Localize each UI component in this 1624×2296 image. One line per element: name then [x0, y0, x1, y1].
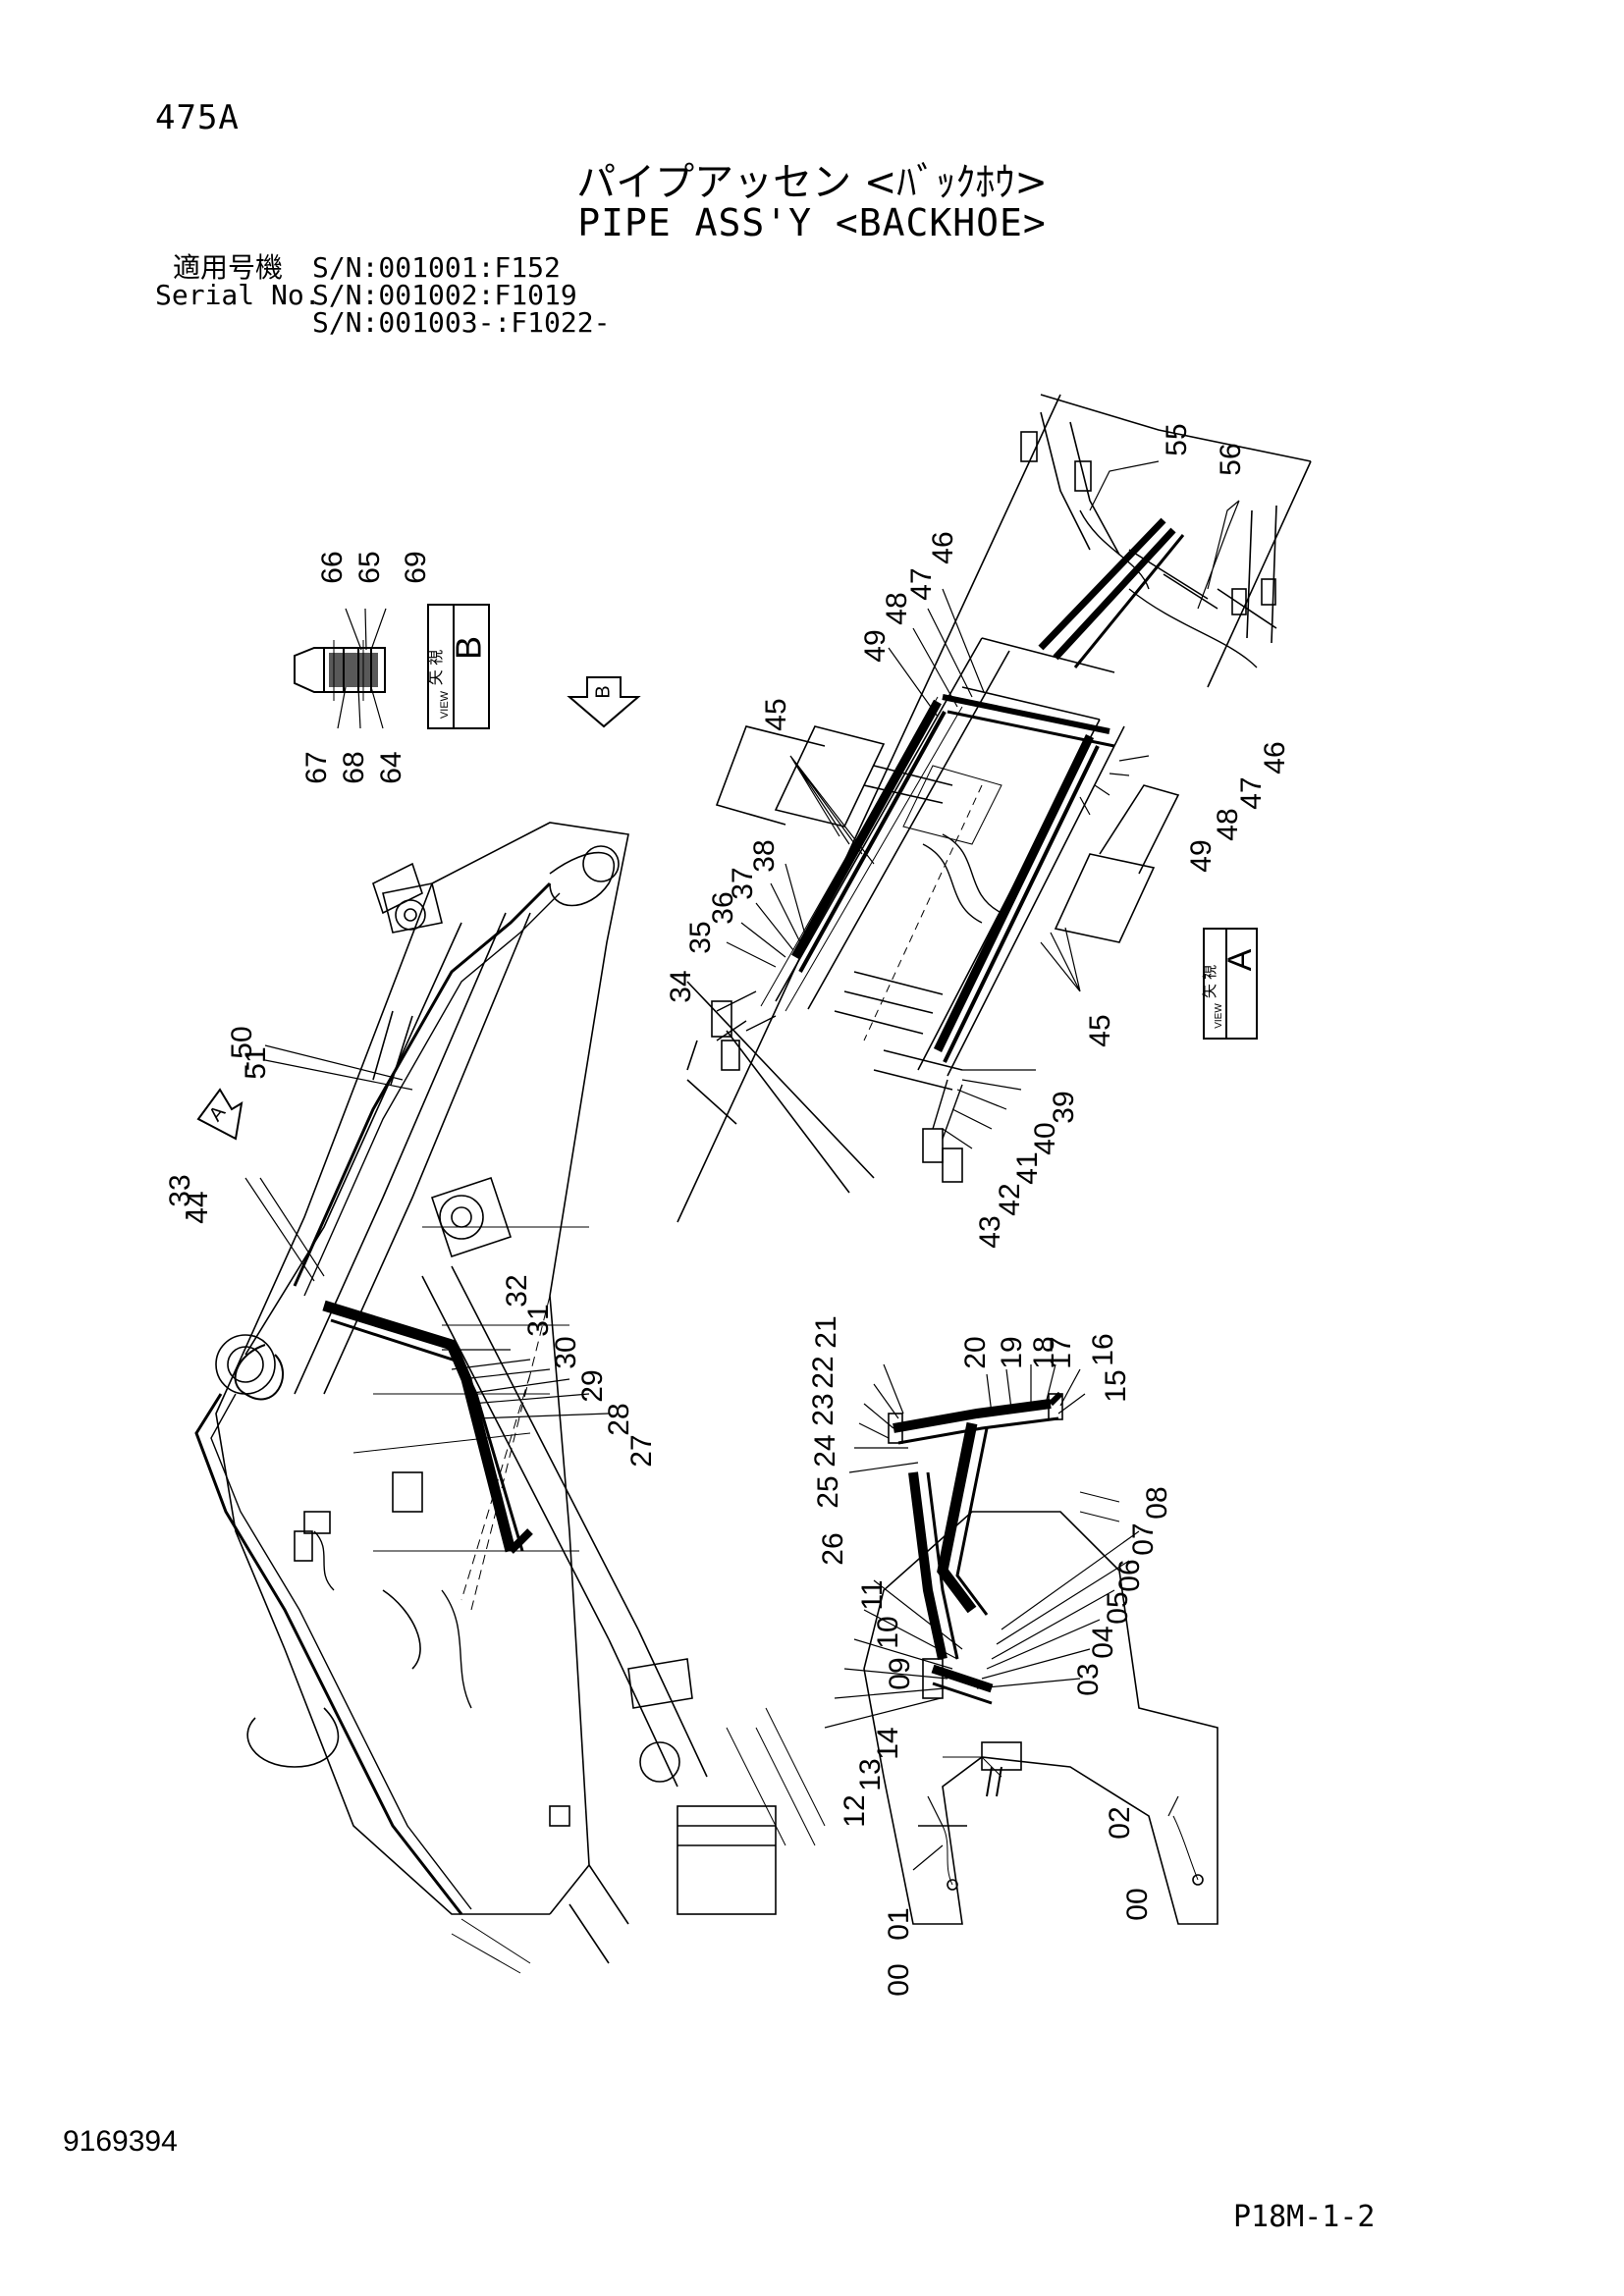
callout-number: 10 [872, 1616, 904, 1648]
callout-number: 30 [550, 1336, 582, 1368]
view-a-label: 矢 視 VIEW A [1202, 948, 1259, 1028]
view-b-label-box [427, 604, 490, 729]
callout-number: 40 [1029, 1122, 1061, 1154]
view-b-label-jp: 矢 視 [427, 650, 445, 685]
callout-number: 51 [240, 1046, 272, 1079]
callout-number: 65 [353, 551, 386, 583]
callout-number: 13 [854, 1758, 887, 1790]
callout-number: 68 [338, 751, 370, 783]
callout-number: 26 [817, 1532, 849, 1565]
page-code: 475A [155, 98, 240, 137]
callout-number: 12 [839, 1794, 871, 1827]
callout-number: 22 [807, 1356, 839, 1388]
callout-number: 49 [1185, 839, 1218, 872]
callout-number: 38 [748, 839, 781, 872]
callout-number: 45 [760, 698, 792, 730]
view-b-label-en: VIEW [439, 690, 451, 719]
view-a-letter: A [1221, 948, 1259, 971]
view-a-label-jp: 矢 視 [1202, 965, 1218, 998]
callout-number: 04 [1087, 1626, 1119, 1658]
sheet-id: P18M-1-2 [1233, 2200, 1376, 2234]
callout-number: 66 [316, 551, 349, 583]
callout-number: 44 [182, 1191, 214, 1223]
callout-number: 24 [809, 1434, 841, 1467]
callout-number: 28 [603, 1403, 635, 1435]
callout-number: 11 [856, 1579, 889, 1610]
leader-lines [244, 460, 1240, 1871]
callout-number: 27 [625, 1434, 658, 1467]
lower-pipe-detail [863, 1391, 1218, 1925]
callout-number: 00 [883, 1963, 915, 1996]
callout-number: 20 [959, 1336, 992, 1368]
callout-number: 00 [1121, 1888, 1154, 1920]
callout-number: 48 [1212, 808, 1244, 840]
callout-number: 33 [164, 1174, 196, 1206]
callout-number: 29 [576, 1369, 609, 1402]
callout-number: 47 [905, 567, 938, 600]
callout-number: 56 [1215, 443, 1247, 475]
serial-label-english: Serial No. [155, 279, 321, 311]
callout-number: 41 [1011, 1151, 1044, 1184]
title-english: PIPE ASS'Y <BACKHOE> [577, 201, 1047, 244]
callout-number: 35 [684, 921, 717, 953]
callout-number: 43 [974, 1215, 1006, 1248]
callout-number: 01 [883, 1907, 915, 1940]
callout-number: - [230, 1061, 262, 1071]
callout-number: 18 [1028, 1336, 1060, 1368]
serial-number-2: S/N:001002:F1019 [312, 279, 577, 311]
callout-number: 39 [1048, 1091, 1080, 1123]
boom-assembly [194, 822, 826, 1974]
view-b-label: 矢 視 VIEW B [427, 636, 489, 719]
callout-number: 55 [1161, 423, 1193, 455]
callout-number: 37 [727, 867, 759, 899]
callout-number: 09 [884, 1657, 916, 1689]
view-a-label-en: VIEW [1214, 1003, 1224, 1029]
view-a-arrow-icon [196, 1088, 244, 1141]
callout-number: 46 [927, 531, 959, 563]
callout-number: 69 [400, 551, 432, 583]
callout-number: 36 [707, 891, 739, 924]
callout-number: 64 [375, 751, 407, 783]
callout-number: - [169, 1210, 201, 1220]
title-japanese: パイプアッセン <ﾊﾞｯｸﾎｳ> [576, 160, 1048, 205]
document-id: 9169394 [63, 2125, 178, 2158]
callout-number: 03 [1072, 1663, 1105, 1695]
callout-number: 17 [1045, 1336, 1077, 1368]
callout-number: 50 [226, 1026, 258, 1058]
callout-number: 25 [812, 1475, 844, 1508]
callout-number: 15 [1100, 1369, 1132, 1402]
view-b-arrow-icon [567, 676, 641, 728]
callout-number: 16 [1087, 1333, 1119, 1365]
callout-number: 05 [1102, 1591, 1134, 1624]
view-b-letter: B [449, 636, 489, 660]
callout-number: 45 [1084, 1014, 1116, 1046]
serial-label-japanese: 適用号機 [173, 251, 284, 284]
callout-number: 23 [807, 1393, 839, 1425]
callout-number: 47 [1235, 776, 1268, 809]
callout-number: 08 [1141, 1486, 1173, 1519]
callout-number: 46 [1259, 741, 1291, 774]
view-a-label-box [1203, 928, 1258, 1040]
callout-number: 14 [872, 1727, 904, 1759]
callout-number: 49 [859, 629, 892, 662]
callout-number: 48 [881, 592, 913, 624]
view-b-detail [294, 608, 387, 729]
callout-number: 32 [501, 1274, 533, 1307]
callout-number: 06 [1113, 1559, 1146, 1591]
view-b-arrow-letter: B [592, 685, 614, 698]
callout-number: 34 [665, 970, 697, 1002]
serial-number-3: S/N:001003-:F1022- [312, 306, 611, 339]
callout-number: 02 [1104, 1806, 1136, 1839]
callout-number: 19 [996, 1336, 1028, 1368]
serial-number-1: S/N:001001:F152 [312, 251, 561, 284]
view-a-detail [677, 394, 1312, 1223]
callout-number: 21 [810, 1315, 842, 1348]
callout-number: 07 [1127, 1522, 1160, 1555]
callout-number: 67 [300, 751, 333, 783]
callout-number: 31 [522, 1304, 555, 1336]
callout-number: 42 [994, 1183, 1026, 1215]
